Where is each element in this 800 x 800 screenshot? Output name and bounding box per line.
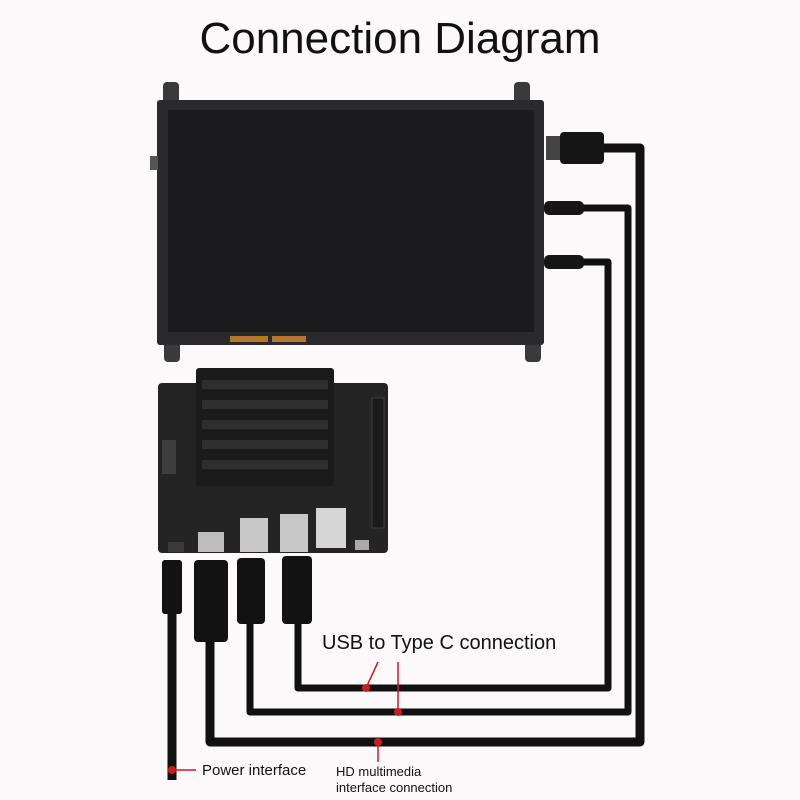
hdmi-port [198,532,224,552]
usb-marker-1 [362,684,370,692]
usb-plug-display-power [544,255,584,269]
cables [167,143,645,780]
hd-marker [374,738,382,746]
board-plugs [162,556,312,642]
usb-connection-label: USB to Type C connection [322,632,557,654]
diagram-title: Connection Diagram [199,14,601,63]
flex-connector-right [272,336,306,342]
hdmi-cable [205,143,645,747]
usb-leader-line-1 [365,661,379,689]
heatsink-fin [202,380,328,389]
gpio-header [371,397,385,529]
mount-tab-bottom-right [525,340,541,362]
heatsink-fin [202,460,328,469]
csi-connector [162,440,176,474]
hd-label-line-2: interface connection [336,780,453,795]
power-jack [168,542,184,552]
micro-usb-port [355,540,369,550]
mount-tab-bottom-left [164,340,180,362]
heatsink-fin [202,440,328,449]
mount-tab-top-left [163,82,179,104]
usb-touch-cable [246,204,632,716]
hdmi-plug-board [194,560,228,642]
display-connectors [544,132,604,269]
usb-power-cable [294,258,612,692]
hd-multimedia-label: HD multimedia interface connection [336,764,496,796]
flex-connector-left [230,336,268,342]
display-screen [168,110,534,332]
hdmi-plug-housing [560,132,604,164]
annotation-markers [168,661,402,774]
usb-port-1 [240,518,268,552]
power-marker [168,766,176,774]
usb-plug-board-1 [237,558,265,624]
display-panel [150,82,544,362]
usb-port-2 [280,514,308,552]
display-side-button [150,156,158,170]
heatsink-fin [202,420,328,429]
heatsink-fin [202,400,328,409]
hd-label-line-1: HD multimedia [336,764,422,779]
ethernet-port [316,508,346,548]
power-interface-label: Power interface [202,762,307,779]
mount-tab-top-right [514,82,530,104]
power-plug [162,560,182,614]
usb-plug-board-2 [282,556,312,624]
usb-plug-display-touch [544,201,584,215]
usb-marker-2 [394,708,402,716]
jetson-board [158,368,388,553]
